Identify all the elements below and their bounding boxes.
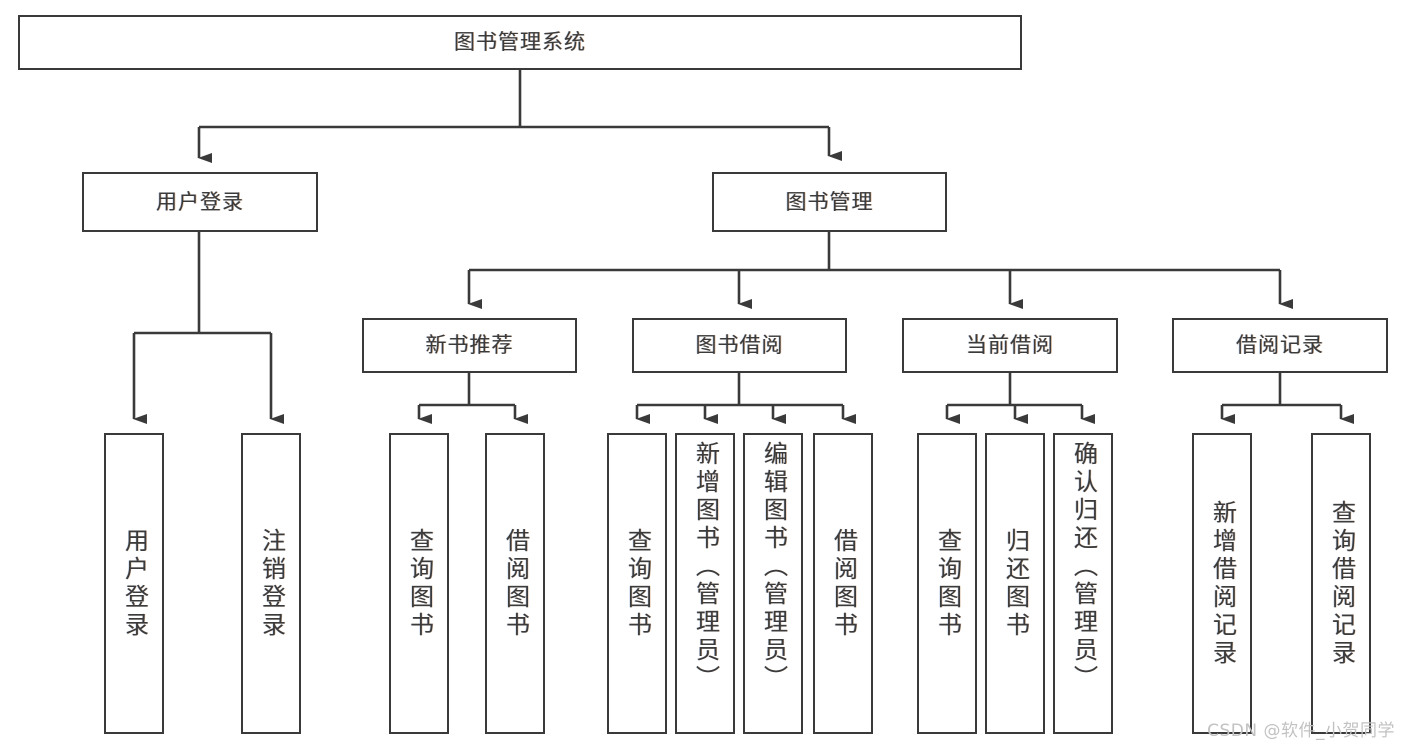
leaf-label: 编辑图书（管理员）	[759, 441, 788, 693]
node-root-label: 图书管理系统	[454, 30, 586, 55]
leaf-label: 查询图书	[933, 527, 962, 640]
leaf-record-query[interactable]: 查询借阅记录	[1311, 433, 1371, 734]
leaf-label: 确认归还（管理员）	[1069, 441, 1098, 693]
leaf-user-login-signout[interactable]: 注销登录	[241, 433, 301, 734]
node-book-borrow-label: 图书借阅	[695, 333, 784, 358]
leaf-borrow-borrow-book[interactable]: 借阅图书	[813, 433, 873, 734]
leaf-label: 新增图书（管理员）	[691, 441, 720, 693]
node-book-management[interactable]: 图书管理	[712, 172, 947, 232]
leaf-record-add[interactable]: 新增借阅记录	[1192, 433, 1252, 734]
leaf-borrow-edit-book-admin[interactable]: 编辑图书（管理员）	[743, 433, 803, 734]
node-current-borrow[interactable]: 当前借阅	[902, 318, 1118, 373]
leaf-label: 归还图书	[1001, 527, 1030, 640]
leaf-label: 查询借阅记录	[1327, 499, 1356, 668]
leaf-current-query-book[interactable]: 查询图书	[917, 433, 977, 734]
node-new-book-recommend-label: 新书推荐	[425, 333, 514, 358]
leaf-label: 借阅图书	[829, 527, 858, 640]
node-book-borrow[interactable]: 图书借阅	[632, 318, 847, 373]
watermark: CSDN @软件_小贺同学	[1207, 721, 1395, 741]
leaf-label: 新增借阅记录	[1208, 499, 1237, 668]
leaf-borrow-add-book-admin[interactable]: 新增图书（管理员）	[675, 433, 735, 734]
node-user-login-label: 用户登录	[156, 189, 244, 214]
node-new-book-recommend[interactable]: 新书推荐	[362, 318, 577, 373]
leaf-current-return-book[interactable]: 归还图书	[985, 433, 1045, 734]
leaf-label: 查询图书	[623, 527, 652, 640]
leaf-label: 查询图书	[405, 527, 434, 640]
node-root[interactable]: 图书管理系统	[18, 15, 1022, 70]
node-borrow-record-label: 借阅记录	[1236, 333, 1324, 358]
leaf-new-book-query[interactable]: 查询图书	[389, 433, 449, 734]
node-current-borrow-label: 当前借阅	[966, 333, 1054, 358]
node-book-management-label: 图书管理	[785, 189, 874, 214]
node-user-login[interactable]: 用户登录	[82, 172, 318, 232]
leaf-borrow-query-book[interactable]: 查询图书	[607, 433, 667, 734]
leaf-label: 借阅图书	[501, 527, 530, 640]
node-borrow-record[interactable]: 借阅记录	[1172, 318, 1388, 373]
leaf-label: 用户登录	[120, 527, 149, 640]
leaf-label: 注销登录	[257, 527, 286, 640]
leaf-new-book-borrow[interactable]: 借阅图书	[485, 433, 545, 734]
leaf-current-confirm-return-admin[interactable]: 确认归还（管理员）	[1053, 433, 1113, 734]
leaf-user-login-signin[interactable]: 用户登录	[104, 433, 164, 734]
